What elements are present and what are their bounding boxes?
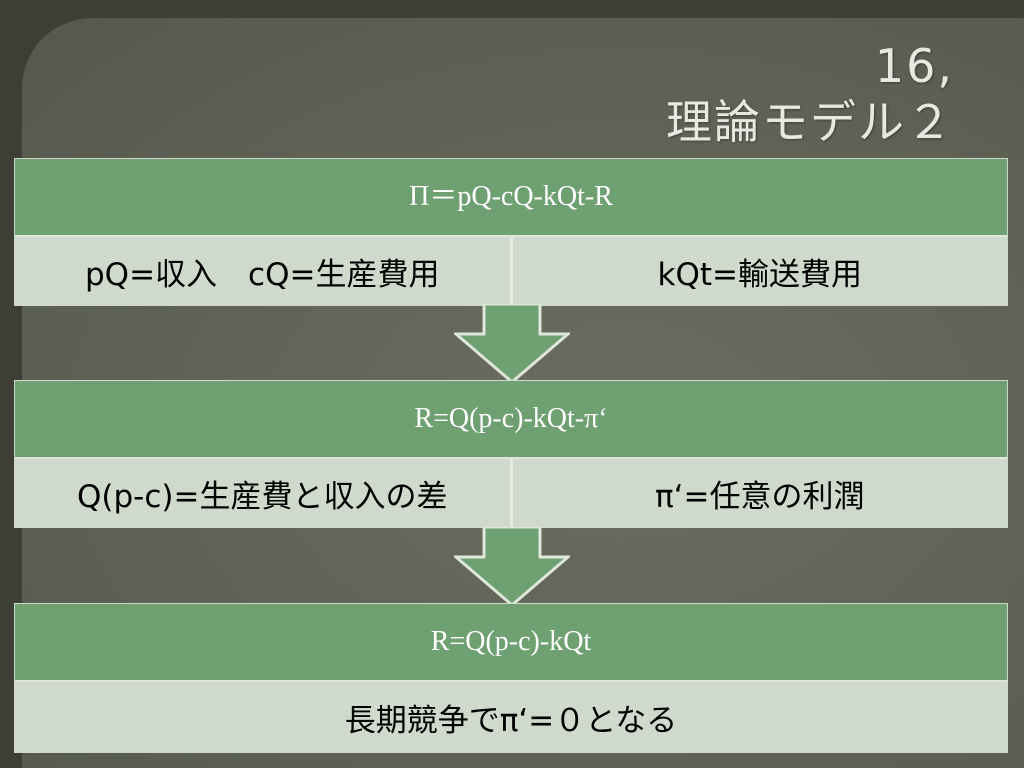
conclusion-cell: 長期競争でπ‘=０となる — [344, 702, 678, 739]
conclusion-row: 長期競争でπ‘=０となる — [15, 682, 1007, 752]
slide-number: 16, — [874, 39, 954, 93]
definition-cell: Q(p-c)=生産費と収入の差 — [77, 478, 448, 515]
formula-header-1: Π＝pQ-cQ-kQt-R — [15, 159, 1007, 237]
formula-block-1: Π＝pQ-cQ-kQt-R pQ=収入 cQ=生産費用 kQt=輸送費用 — [14, 158, 1008, 306]
definition-cell: kQt=輸送費用 — [509, 237, 1008, 305]
slide-heading: 理論モデル２ — [666, 95, 954, 149]
formula-header-3: R=Q(p-c)-kQt — [15, 604, 1007, 682]
definition-row-2: Q(p-c)=生産費と収入の差 π‘=任意の利潤 — [15, 459, 1007, 527]
formula-header-2: R=Q(p-c)-kQt-π‘ — [15, 381, 1007, 459]
slide-title: 16, 理論モデル２ — [666, 38, 954, 150]
formula-block-3: R=Q(p-c)-kQt 長期競争でπ‘=０となる — [14, 603, 1008, 753]
down-arrow-icon — [454, 304, 570, 384]
definition-cell: pQ=収入 cQ=生産費用 — [85, 256, 440, 293]
down-arrow-icon — [454, 527, 570, 607]
formula-block-2: R=Q(p-c)-kQt-π‘ Q(p-c)=生産費と収入の差 π‘=任意の利潤 — [14, 380, 1008, 528]
definition-row-1: pQ=収入 cQ=生産費用 kQt=輸送費用 — [15, 237, 1007, 305]
definition-cell: π‘=任意の利潤 — [509, 459, 1008, 527]
